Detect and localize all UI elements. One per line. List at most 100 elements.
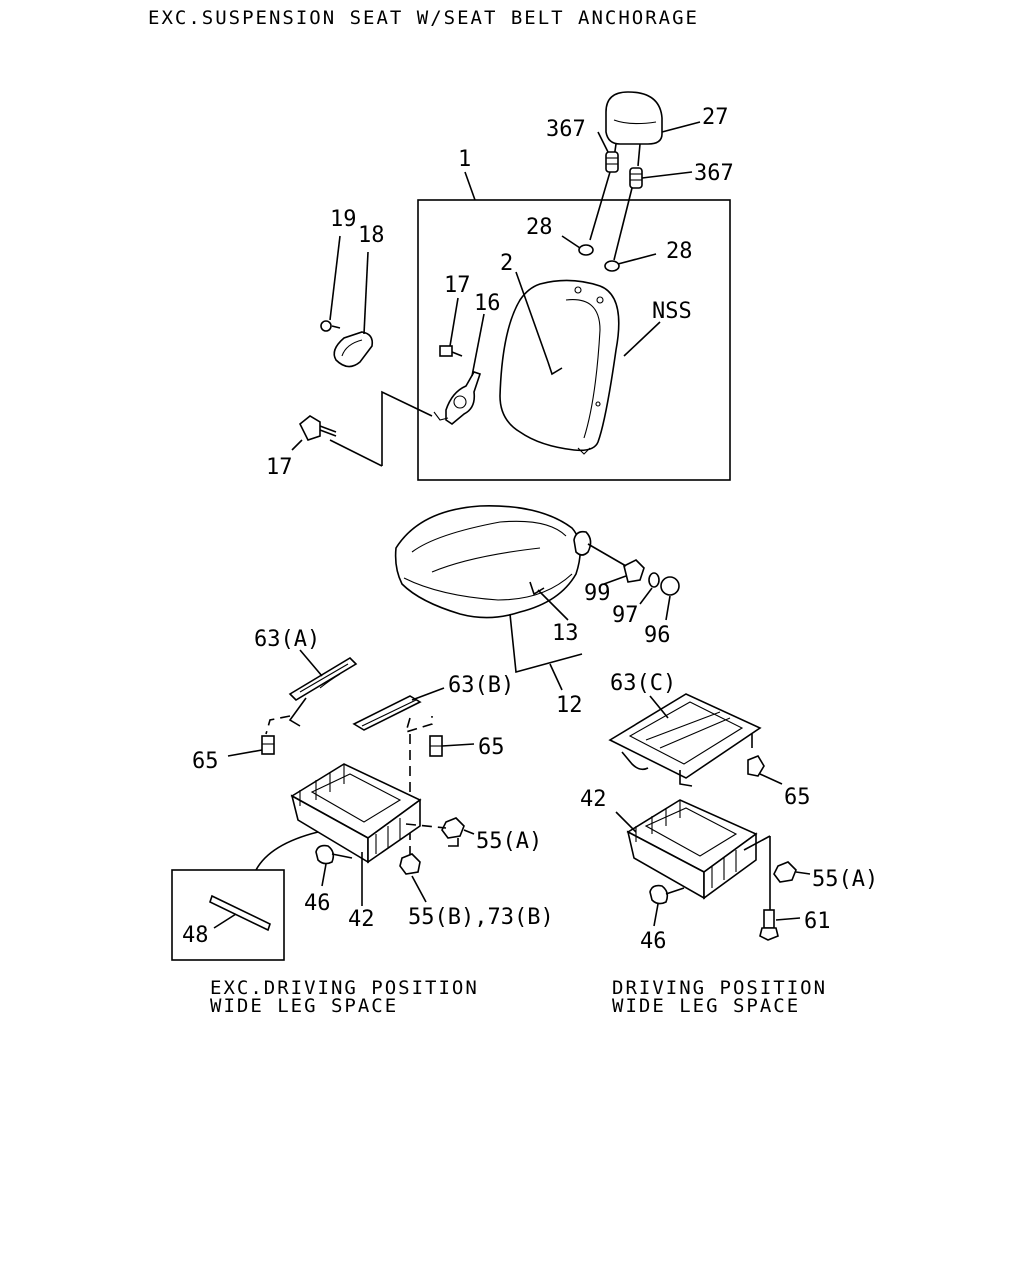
leader-27	[661, 121, 701, 133]
label-63a: 63(A)	[254, 627, 320, 652]
leader-17b	[329, 439, 383, 467]
leader-65a	[227, 749, 263, 757]
bolt-65b	[429, 735, 475, 757]
bracket-16	[433, 313, 485, 425]
leader-65b	[441, 743, 475, 747]
label-96: 96	[644, 623, 671, 648]
leader-48	[213, 913, 237, 929]
label-61: 61	[804, 909, 831, 934]
seat-riser-42a	[290, 763, 422, 906]
diagram-title: EXC.SUSPENSION SEAT W/SEAT BELT ANCHORAG…	[148, 7, 699, 29]
label-28a: 28	[526, 215, 553, 240]
label-2: 2	[500, 251, 513, 276]
headrest-guide-left	[589, 131, 619, 241]
label-55a-right: 55(A)	[812, 867, 878, 892]
cap-96	[660, 576, 680, 621]
bolt-17a	[439, 297, 463, 357]
headrest-seam	[613, 119, 657, 125]
leader-1	[464, 171, 476, 201]
nut-55b-73b	[399, 853, 427, 903]
bolt-65c	[747, 755, 783, 785]
bolt-46b	[649, 884, 685, 927]
label-27: 27	[702, 105, 729, 130]
label-42b: 42	[580, 787, 607, 812]
pocket-2	[547, 361, 563, 376]
backrest-outline	[499, 279, 620, 452]
caption-left-line2: WIDE LEG SPACE	[210, 995, 398, 1017]
label-367a: 367	[546, 117, 586, 142]
label-48: 48	[182, 923, 209, 948]
washer-97	[639, 572, 660, 605]
leader-63c	[649, 695, 669, 719]
leader-55a-right	[795, 871, 811, 875]
label-65b: 65	[478, 735, 505, 760]
adjuster-63c	[608, 693, 762, 787]
leader-28b	[617, 253, 657, 265]
label-46b: 46	[640, 929, 667, 954]
caption-right-line1: DRIVING POSITION	[612, 977, 827, 999]
label-17b: 17	[266, 455, 293, 480]
label-65a: 65	[192, 749, 219, 774]
label-17a: 17	[444, 273, 471, 298]
seat-riser-42b	[615, 799, 771, 910]
bolt-61	[759, 909, 801, 941]
leader-19	[329, 235, 341, 321]
label-12: 12	[556, 693, 583, 718]
label-19: 19	[330, 207, 357, 232]
label-1: 1	[458, 147, 471, 172]
caption-right-line2: WIDE LEG SPACE	[612, 995, 800, 1017]
headrest-pad	[605, 91, 663, 145]
label-nss: NSS	[652, 299, 692, 324]
cushion-outline	[394, 505, 581, 619]
leader-63a	[299, 649, 323, 677]
bolt-65a	[227, 735, 275, 757]
slide-rail-63b	[352, 687, 445, 860]
label-18: 18	[358, 223, 385, 248]
leader-42b	[615, 811, 637, 833]
seat-cushion	[394, 505, 592, 691]
bolt-46a	[315, 844, 353, 887]
inset-frame	[171, 869, 285, 961]
leader-63b	[411, 687, 445, 701]
nut-55a-right	[773, 861, 811, 883]
clip-28b	[604, 253, 657, 272]
nut-55a-left	[405, 817, 475, 847]
leader-nss	[623, 321, 661, 357]
leader-61	[775, 917, 801, 921]
label-16: 16	[474, 291, 501, 316]
label-13: 13	[552, 621, 579, 646]
seat-back-box	[417, 171, 731, 481]
leader-367b	[641, 171, 693, 179]
leader-55b-73b	[411, 875, 427, 903]
leader-367a	[597, 131, 609, 153]
assembly-frame	[417, 199, 731, 481]
clip-28a	[561, 235, 594, 256]
leader-18	[363, 251, 369, 335]
seat-back-cushion	[499, 271, 661, 455]
leader-97	[639, 587, 653, 605]
bushing-99	[587, 543, 645, 585]
label-46a: 46	[304, 891, 331, 916]
pocket-13	[529, 581, 545, 596]
label-99: 99	[584, 581, 611, 606]
hinge-bracket	[573, 530, 592, 556]
headrest	[605, 91, 701, 167]
trim-cover-18	[333, 251, 374, 368]
leader-99	[603, 575, 627, 585]
leader-2	[515, 271, 549, 363]
leader-28a	[561, 235, 581, 249]
leader-46b	[653, 903, 659, 927]
label-63c: 63(C)	[610, 671, 676, 696]
leader-65c	[759, 773, 783, 785]
leader-17a	[449, 297, 459, 347]
headrest-guide-right	[613, 167, 693, 261]
label-55a-left: 55(A)	[476, 829, 542, 854]
leader-16	[471, 313, 485, 377]
label-65c: 65	[784, 785, 811, 810]
strip-48	[209, 894, 271, 932]
slide-rail-63a	[265, 649, 358, 735]
label-63b: 63(B)	[448, 673, 514, 698]
leader-96	[665, 595, 671, 621]
